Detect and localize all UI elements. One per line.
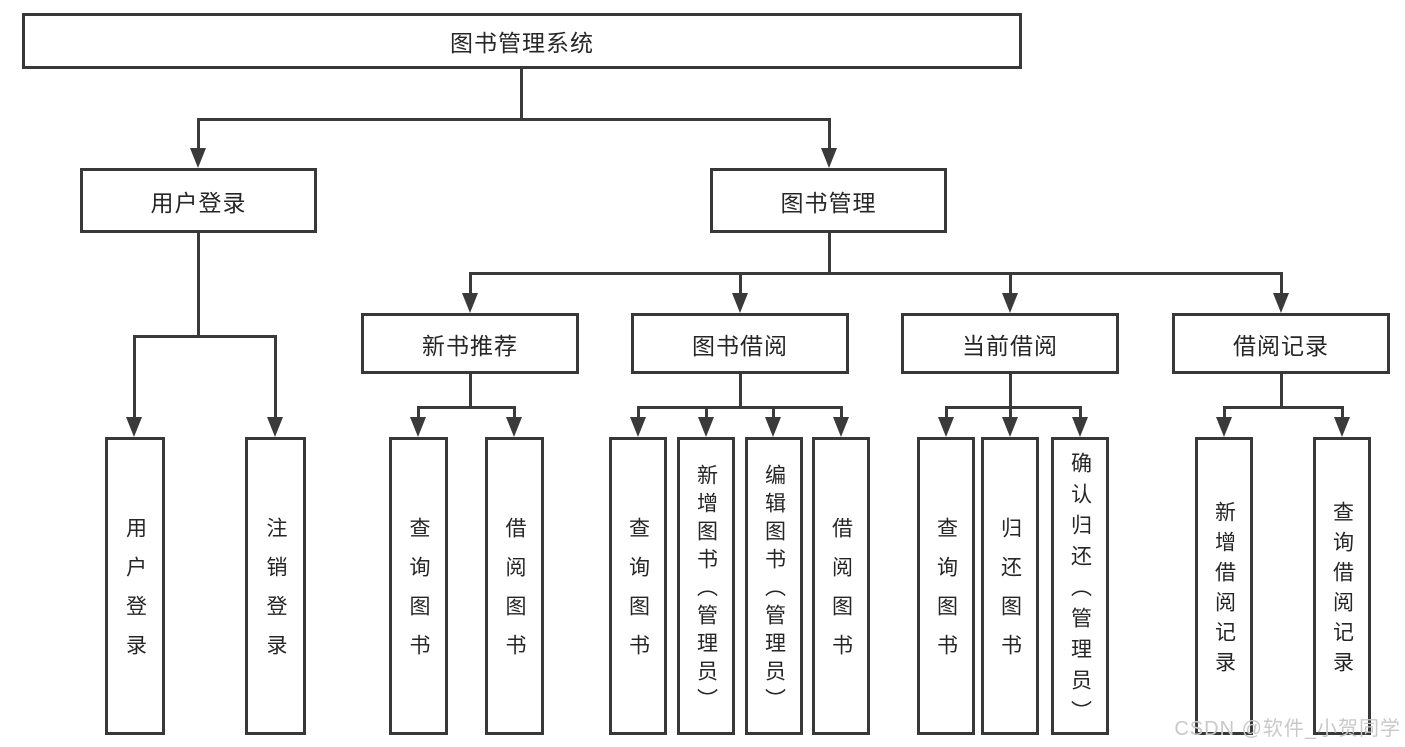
node-leaf-query-borrow-record-label: 查询借阅记录: [1330, 500, 1354, 681]
node-leaf-add-borrow-record-label: 新增借阅记录: [1212, 500, 1236, 681]
arrow-down-icon: [1334, 417, 1350, 437]
arrow-down-icon: [1273, 293, 1289, 313]
node-borrowing-records: 借阅记录: [1172, 313, 1390, 374]
arrow-down-icon: [821, 148, 837, 168]
arrow-down-icon: [630, 417, 646, 437]
node-leaf-query-borrow-record: 查询借阅记录: [1313, 437, 1371, 735]
arrow-down-icon: [765, 417, 781, 437]
connector-line: [469, 272, 1283, 275]
connector-line: [945, 406, 1082, 409]
connector-line: [1223, 406, 1344, 409]
node-leaf-query-books-recommend: 查询图书: [389, 437, 448, 735]
node-leaf-edit-books-admin-label: 编辑图书（管理员）: [762, 463, 786, 716]
node-book-borrowing-label: 图书借阅: [692, 332, 788, 359]
arrow-down-icon: [1216, 417, 1232, 437]
node-leaf-logout: 注销登录: [245, 437, 306, 735]
connector-line: [945, 406, 948, 420]
connector-line: [840, 406, 843, 420]
arrow-down-icon: [462, 293, 478, 313]
connector-line: [1009, 374, 1012, 409]
connector-line: [1341, 406, 1344, 420]
arrow-down-icon: [698, 417, 714, 437]
connector-line: [133, 335, 136, 421]
connector-line: [1079, 406, 1082, 420]
connector-line: [1280, 374, 1283, 409]
node-leaf-return-books: 归还图书: [981, 437, 1039, 735]
node-leaf-edit-books-admin: 编辑图书（管理员）: [745, 437, 803, 735]
node-current-borrowing-label: 当前借阅: [962, 332, 1058, 359]
node-user-login: 用户登录: [80, 168, 317, 233]
connector-line: [828, 118, 831, 152]
node-leaf-confirm-return-admin-label: 确认归还（管理员）: [1068, 451, 1092, 731]
node-leaf-return-books-label: 归还图书: [998, 517, 1022, 673]
watermark-text: CSDN @软件_小贺同学: [1174, 718, 1401, 740]
node-leaf-add-books-admin: 新增图书（管理员）: [677, 437, 735, 735]
node-new-book-recommendation-label: 新书推荐: [422, 332, 518, 359]
connector-line: [739, 374, 742, 409]
node-leaf-user-login-label: 用户登录: [123, 517, 147, 673]
connector-line: [197, 118, 200, 152]
connector-line: [417, 406, 420, 420]
arrow-down-icon: [267, 417, 283, 437]
arrow-down-icon: [410, 417, 426, 437]
connector-line: [739, 272, 742, 297]
node-leaf-add-borrow-record: 新增借阅记录: [1195, 437, 1253, 735]
node-leaf-query-books-borrowing: 查询图书: [609, 437, 667, 735]
node-leaf-confirm-return-admin: 确认归还（管理员）: [1051, 437, 1109, 735]
node-leaf-query-books-recommend-label: 查询图书: [407, 517, 430, 673]
node-leaf-query-books-borrowing-label: 查询图书: [626, 517, 650, 673]
connector-line: [772, 406, 775, 420]
connector-line: [417, 406, 516, 409]
connector-line: [828, 233, 831, 275]
node-new-book-recommendation: 新书推荐: [361, 313, 579, 374]
node-current-borrowing: 当前借阅: [901, 313, 1119, 374]
arrow-down-icon: [506, 417, 522, 437]
node-book-management: 图书管理: [710, 168, 947, 233]
node-leaf-user-login: 用户登录: [105, 437, 165, 735]
node-leaf-query-books-current: 查询图书: [917, 437, 975, 735]
connector-line: [513, 406, 516, 420]
connector-line: [520, 69, 523, 118]
node-book-borrowing: 图书借阅: [631, 313, 849, 374]
node-user-login-label: 用户登录: [150, 189, 247, 216]
node-leaf-add-books-admin-label: 新增图书（管理员）: [694, 463, 718, 716]
connector-line: [1009, 272, 1012, 297]
connector-line: [1009, 406, 1012, 420]
node-leaf-borrow-books: 借阅图书: [812, 437, 870, 735]
connector-line: [469, 272, 472, 297]
connector-line: [469, 374, 472, 409]
arrow-down-icon: [833, 417, 849, 437]
node-leaf-query-books-current-label: 查询图书: [934, 517, 958, 673]
connector-line: [637, 406, 640, 420]
connector-line: [133, 335, 277, 338]
connector-line: [274, 335, 277, 421]
connector-line: [197, 233, 200, 338]
arrow-down-icon: [126, 417, 142, 437]
node-leaf-logout-label: 注销登录: [264, 517, 287, 673]
node-leaf-borrow-books-label: 借阅图书: [829, 517, 853, 673]
arrow-down-icon: [732, 293, 748, 313]
connector-line: [1280, 272, 1283, 297]
node-leaf-borrow-books-recommend-label: 借阅图书: [503, 517, 526, 673]
connector-line: [1223, 406, 1226, 420]
arrow-down-icon: [190, 148, 206, 168]
arrow-down-icon: [1002, 293, 1018, 313]
arrow-down-icon: [1072, 417, 1088, 437]
node-book-management-label: 图书管理: [780, 189, 877, 216]
connector-line: [637, 406, 843, 409]
connector-line: [705, 406, 708, 420]
node-leaf-borrow-books-recommend: 借阅图书: [485, 437, 544, 735]
node-root-system-label: 图书管理系统: [450, 30, 594, 56]
arrow-down-icon: [938, 417, 954, 437]
arrow-down-icon: [1002, 417, 1018, 437]
node-borrowing-records-label: 借阅记录: [1233, 332, 1329, 359]
node-root-system: 图书管理系统: [22, 13, 1022, 69]
connector-line: [197, 118, 831, 121]
